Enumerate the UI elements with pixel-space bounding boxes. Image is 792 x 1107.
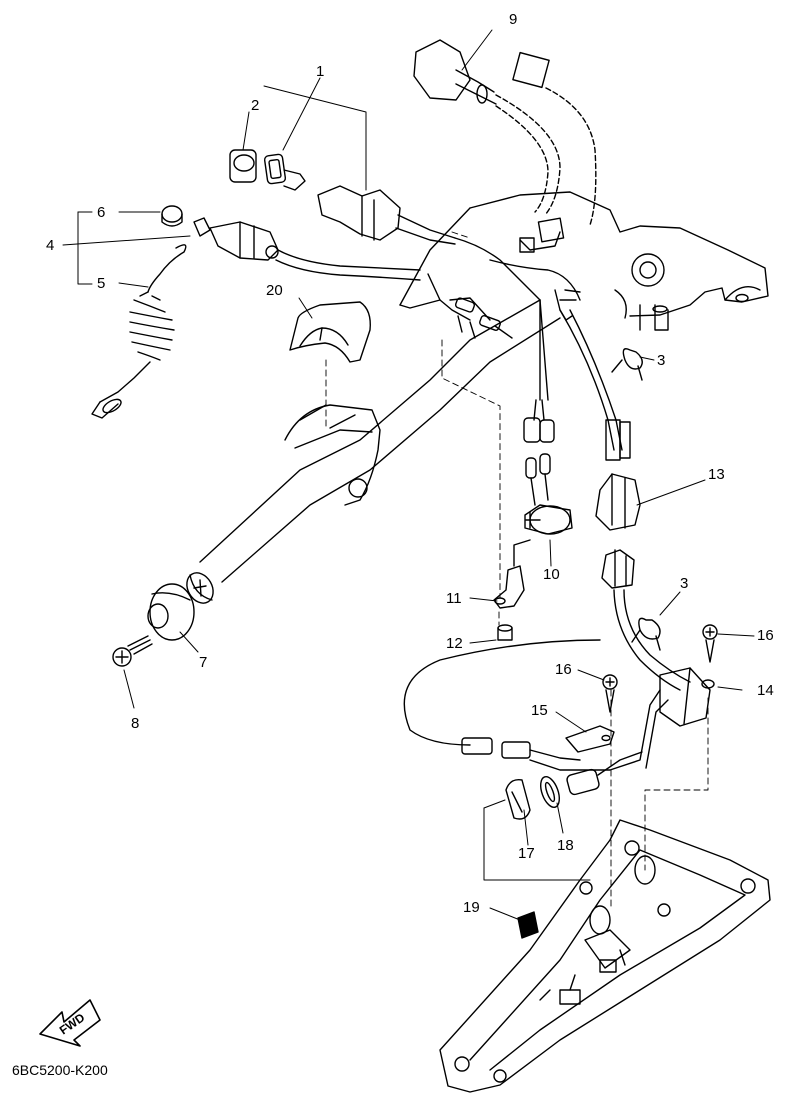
callout-8: 8 — [131, 715, 140, 732]
callout-17: 17 — [518, 845, 535, 862]
callout-15: 15 — [531, 702, 548, 719]
part-13 — [595, 419, 691, 691]
callout-5: 5 — [97, 275, 106, 292]
bottom-cover — [439, 819, 771, 1093]
clip-3-lower — [631, 617, 661, 651]
grommets — [505, 776, 560, 820]
callout-20: 20 — [266, 282, 283, 299]
diagram-code: 6BC5200-K200 — [12, 1062, 108, 1078]
pad-part — [289, 301, 371, 363]
callout-14: 14 — [757, 682, 774, 699]
callout-1: 1 — [316, 63, 325, 80]
main-switch-assembly — [229, 39, 597, 245]
bracket-11 — [493, 539, 531, 641]
callout-12: 12 — [446, 635, 463, 652]
callout-16-right: 16 — [757, 627, 774, 644]
callout-3-lower: 3 — [680, 575, 689, 592]
callout-4: 4 — [46, 237, 55, 254]
callout-16-left: 16 — [555, 661, 572, 678]
callout-6: 6 — [97, 204, 106, 221]
lower-wiring — [403, 624, 718, 796]
harness-wires — [427, 217, 623, 451]
tiller-handle — [186, 191, 769, 604]
callout-3-top: 3 — [657, 352, 666, 369]
clip-3-top — [611, 348, 643, 381]
grip-end — [112, 583, 195, 667]
callout-2: 2 — [251, 97, 260, 114]
callout-7: 7 — [199, 654, 208, 671]
callout-19: 19 — [463, 899, 480, 916]
leader-lines — [62, 29, 755, 923]
callout-11: 11 — [446, 590, 462, 607]
fwd-arrow-icon: FWD — [39, 999, 101, 1047]
callout-18: 18 — [557, 837, 574, 854]
callout-10: 10 — [543, 566, 560, 583]
assembly-dashed-lines — [325, 231, 709, 911]
callout-9: 9 — [509, 11, 518, 28]
part-10 — [523, 399, 573, 535]
part-19-label — [517, 911, 539, 939]
stop-switch-assembly — [91, 205, 421, 419]
callout-13: 13 — [708, 466, 725, 483]
